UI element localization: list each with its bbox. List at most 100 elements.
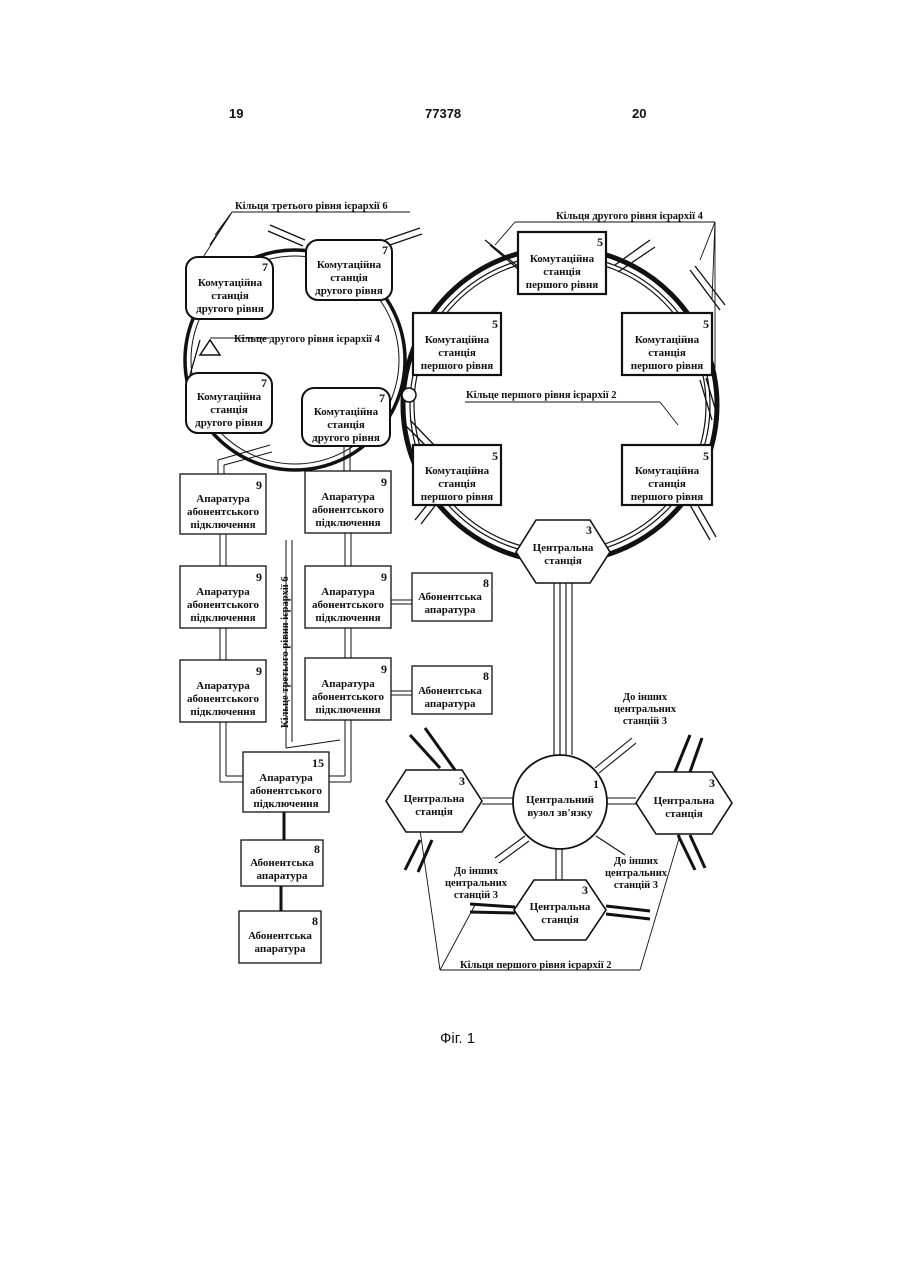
station-number: 5 <box>597 235 603 249</box>
ring-level1-main <box>403 248 717 562</box>
svg-text:До інших: До інших <box>623 692 668 703</box>
level2-station: 7 Комутаційна станція другого рівня <box>186 373 272 433</box>
level2-station: 7 Комутаційна станція другого рівня <box>302 388 390 446</box>
access-unit-15: 15 Апаратура абонентського підключення <box>243 752 329 812</box>
svg-text:центральних: центральних <box>614 704 677 715</box>
svg-text:станцій 3: станцій 3 <box>623 716 667 727</box>
svg-text:абонентського: абонентського <box>250 785 323 797</box>
label-ring-level3-vertical: Кільце третього рівня ієрархії 6 <box>280 576 291 728</box>
station-number: 3 <box>586 523 592 537</box>
small-circle-symbol <box>402 388 416 402</box>
svg-text:першого рівня: першого рівня <box>421 491 494 503</box>
access-unit: 9 Апаратура абонентського підключення <box>305 566 391 628</box>
label-ring-level1: Кільце першого рівня ієрархії 2 <box>466 390 616 401</box>
subscriber-unit: 8 Абонентська апаратура <box>241 840 323 886</box>
level2-station: 7 Комутаційна станція другого рівня <box>186 257 273 319</box>
svg-text:станцій 3: станцій 3 <box>454 890 498 901</box>
svg-text:підключення: підключення <box>190 519 255 531</box>
node-number: 1 <box>593 777 599 791</box>
svg-text:станція: станція <box>211 290 249 302</box>
subscriber-unit: 8 Абонентська апаратура <box>412 666 492 714</box>
unit-number: 9 <box>256 664 262 678</box>
svg-text:станція: станція <box>330 272 368 284</box>
svg-text:підключення: підключення <box>190 706 255 718</box>
svg-text:підключення: підключення <box>253 798 318 810</box>
station-number: 7 <box>379 391 385 405</box>
level1-station: 5 Комутаційна станція першого рівня <box>413 313 501 375</box>
figure-caption: Фіг. 1 <box>440 1030 475 1047</box>
level1-station: 5 Комутаційна станція першого рівня <box>413 445 501 505</box>
svg-text:Апаратура: Апаратура <box>196 680 250 692</box>
svg-text:Центральна: Центральна <box>654 795 715 807</box>
svg-text:першого рівня: першого рівня <box>631 491 704 503</box>
svg-text:першого рівня: першого рівня <box>631 360 704 372</box>
station-number: 7 <box>262 260 268 274</box>
svg-text:апаратура: апаратура <box>257 870 308 882</box>
unit-number: 8 <box>483 669 489 683</box>
svg-text:Комутаційна: Комутаційна <box>635 334 700 346</box>
level1-station: 5 Комутаційна станція першого рівня <box>622 313 712 375</box>
station-number: 3 <box>709 776 715 790</box>
central-station-left: 3 Центральна станція <box>386 770 482 832</box>
svg-text:першого рівня: першого рівня <box>421 360 494 372</box>
svg-text:станція: станція <box>665 808 703 820</box>
svg-text:станція: станція <box>543 266 581 278</box>
svg-text:Комутаційна: Комутаційна <box>530 253 595 265</box>
station-number: 3 <box>582 883 588 897</box>
svg-text:станція: станція <box>541 914 579 926</box>
svg-text:Комутаційна: Комутаційна <box>425 334 490 346</box>
svg-text:абонентського: абонентського <box>187 506 260 518</box>
central-station-top: 3 Центральна станція <box>516 520 610 583</box>
svg-text:підключення: підключення <box>315 517 380 529</box>
svg-text:апаратура: апаратура <box>255 943 306 955</box>
svg-text:Центральна: Центральна <box>533 542 594 554</box>
svg-text:До інших: До інших <box>614 856 659 867</box>
unit-number: 8 <box>314 842 320 856</box>
svg-text:Комутаційна: Комутаційна <box>635 465 700 477</box>
svg-text:абонентського: абонентського <box>312 504 385 516</box>
central-node: 1 Центральний вузол зв'язку <box>513 755 607 849</box>
level1-station: 5 Комутаційна станція першого рівня <box>518 232 606 294</box>
svg-text:абонентського: абонентського <box>312 599 385 611</box>
svg-text:абонентського: абонентського <box>187 693 260 705</box>
svg-text:Абонентська: Абонентська <box>250 857 314 869</box>
svg-text:центральних: центральних <box>445 878 508 889</box>
svg-text:До інших: До інших <box>454 866 499 877</box>
svg-text:Центральна: Центральна <box>530 901 591 913</box>
station-number: 7 <box>261 376 267 390</box>
unit-number: 9 <box>256 570 262 584</box>
unit-number: 9 <box>256 478 262 492</box>
access-unit: 9 Апаратура абонентського підключення <box>180 660 266 722</box>
station-number: 5 <box>703 449 709 463</box>
svg-text:станцій 3: станцій 3 <box>614 880 658 891</box>
subscriber-unit: 8 Абонентська апаратура <box>412 573 492 621</box>
svg-text:Апаратура: Апаратура <box>321 678 375 690</box>
svg-text:Центральний: Центральний <box>526 794 595 806</box>
svg-text:центральних: центральних <box>605 868 668 879</box>
station-number: 5 <box>703 317 709 331</box>
subscriber-unit: 8 Абонентська апаратура <box>239 911 321 963</box>
svg-text:Апаратура: Апаратура <box>196 493 250 505</box>
label-rings-level1-bottom: Кільця першого рівня ієрархії 2 <box>460 960 612 971</box>
station-number: 7 <box>382 243 388 257</box>
svg-text:Апаратура: Апаратура <box>259 772 313 784</box>
svg-text:апаратура: апаратура <box>425 604 476 616</box>
unit-number: 15 <box>312 756 324 770</box>
unit-number: 8 <box>312 914 318 928</box>
svg-text:вузол зв'язку: вузол зв'язку <box>527 807 593 819</box>
access-unit: 9 Апаратура абонентського підключення <box>305 658 391 720</box>
svg-text:станція: станція <box>438 347 476 359</box>
svg-text:абонентського: абонентського <box>187 599 260 611</box>
svg-text:станція: станція <box>438 478 476 490</box>
svg-text:Комутаційна: Комутаційна <box>314 406 379 418</box>
svg-text:станція: станція <box>544 555 582 567</box>
svg-text:станція: станція <box>210 404 248 416</box>
central-station-bottom: 3 Центральна станція <box>514 880 606 940</box>
central-station-right: 3 Центральна станція <box>636 772 732 834</box>
svg-text:Центральна: Центральна <box>404 793 465 805</box>
label-to-other-stations-left: До інших центральних станцій 3 <box>445 866 508 901</box>
svg-text:другого рівня: другого рівня <box>315 285 383 297</box>
unit-number: 8 <box>483 576 489 590</box>
label-ring-level2-left: Кільце другого рівня ієрархії 4 <box>234 334 381 345</box>
